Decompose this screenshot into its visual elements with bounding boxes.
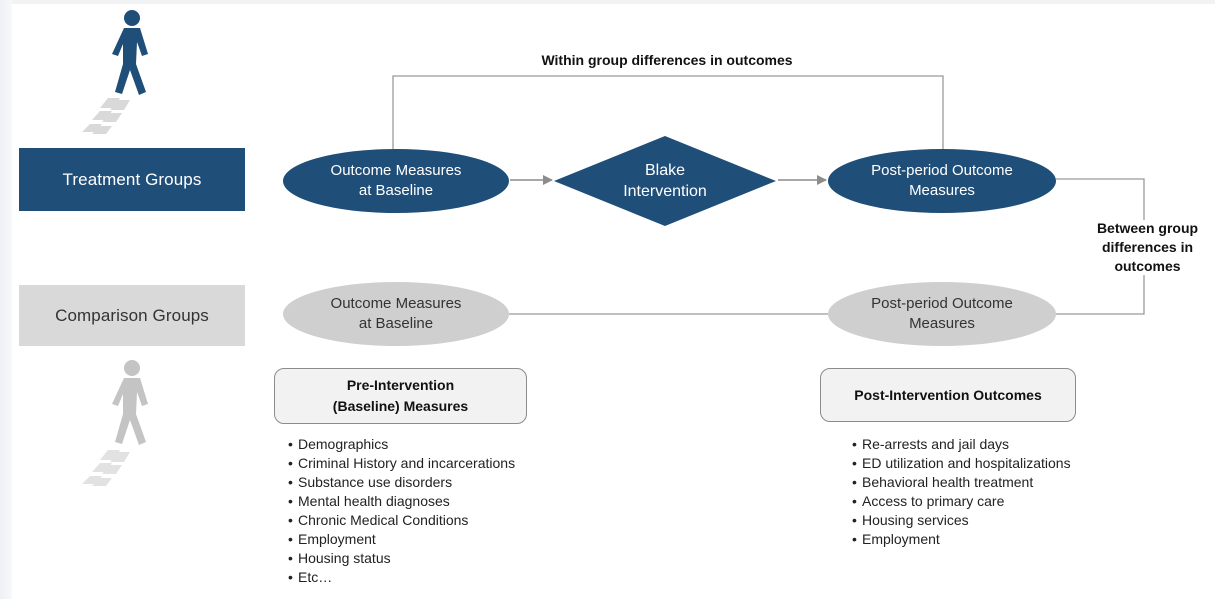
comparison-groups-label: Comparison Groups	[19, 285, 245, 346]
list-item: Criminal History and incarcerations	[288, 454, 588, 473]
comparison-walking-person-icon	[82, 360, 148, 486]
node-text-line: Measures	[909, 182, 975, 199]
node-text-line: Post-period Outcome	[871, 295, 1013, 312]
node-text-line: at Baseline	[358, 315, 434, 332]
list-item: Etc…	[288, 568, 588, 587]
list-item: Employment	[852, 530, 1152, 549]
within-group-caption: Within group differences in outcomes	[541, 52, 793, 68]
node-text-line: at Baseline	[358, 182, 434, 199]
list-item: Re-arrests and jail days	[852, 435, 1152, 454]
between-group-caption: Between group differences in outcomes	[1080, 219, 1215, 276]
between-group-bracket	[1056, 178, 1145, 220]
phase-line: Pre-Intervention	[346, 377, 455, 393]
list-item: Housing services	[852, 511, 1152, 530]
list-item: Chronic Medical Conditions	[288, 511, 588, 530]
within-group-bracket	[392, 75, 944, 149]
treatment-walking-person-icon	[82, 10, 148, 134]
node-text-line: Post-period Outcome	[871, 162, 1013, 179]
list-item: Behavioral health treatment	[852, 473, 1152, 492]
node-text-line: Outcome Measures	[330, 295, 462, 312]
caption-line: outcomes	[1114, 258, 1181, 274]
list-item: Demographics	[288, 435, 588, 454]
post-intervention-box: Post-Intervention Outcomes	[820, 368, 1076, 422]
treatment-baseline-node: Outcome Measures at Baseline	[283, 149, 509, 213]
side-strip	[0, 0, 12, 599]
node-text-line: Intervention	[623, 183, 707, 200]
node-text-line: Measures	[909, 315, 975, 332]
list-item: Substance use disorders	[288, 473, 588, 492]
node-text-line: Outcome Measures	[330, 162, 462, 179]
list-item: Mental health diagnoses	[288, 492, 588, 511]
comparison-baseline-node: Outcome Measures at Baseline	[283, 282, 509, 346]
list-item: Access to primary care	[852, 492, 1152, 511]
top-strip	[0, 0, 1215, 4]
list-item: ED utilization and hospitalizations	[852, 454, 1152, 473]
node-text-line: Blake	[644, 162, 685, 179]
pre-measures-list: Demographics Criminal History and incarc…	[288, 435, 588, 587]
intervention-diamond	[554, 136, 776, 226]
phase-line: (Baseline) Measures	[332, 398, 469, 414]
treatment-groups-label: Treatment Groups	[19, 148, 245, 211]
list-item: Housing status	[288, 549, 588, 568]
caption-line: Between group	[1096, 220, 1199, 236]
pre-intervention-box: Pre-Intervention (Baseline) Measures	[274, 368, 527, 424]
caption-line: differences in	[1101, 239, 1194, 255]
list-item: Employment	[288, 530, 588, 549]
post-outcomes-list: Re-arrests and jail days ED utilization …	[852, 435, 1152, 549]
